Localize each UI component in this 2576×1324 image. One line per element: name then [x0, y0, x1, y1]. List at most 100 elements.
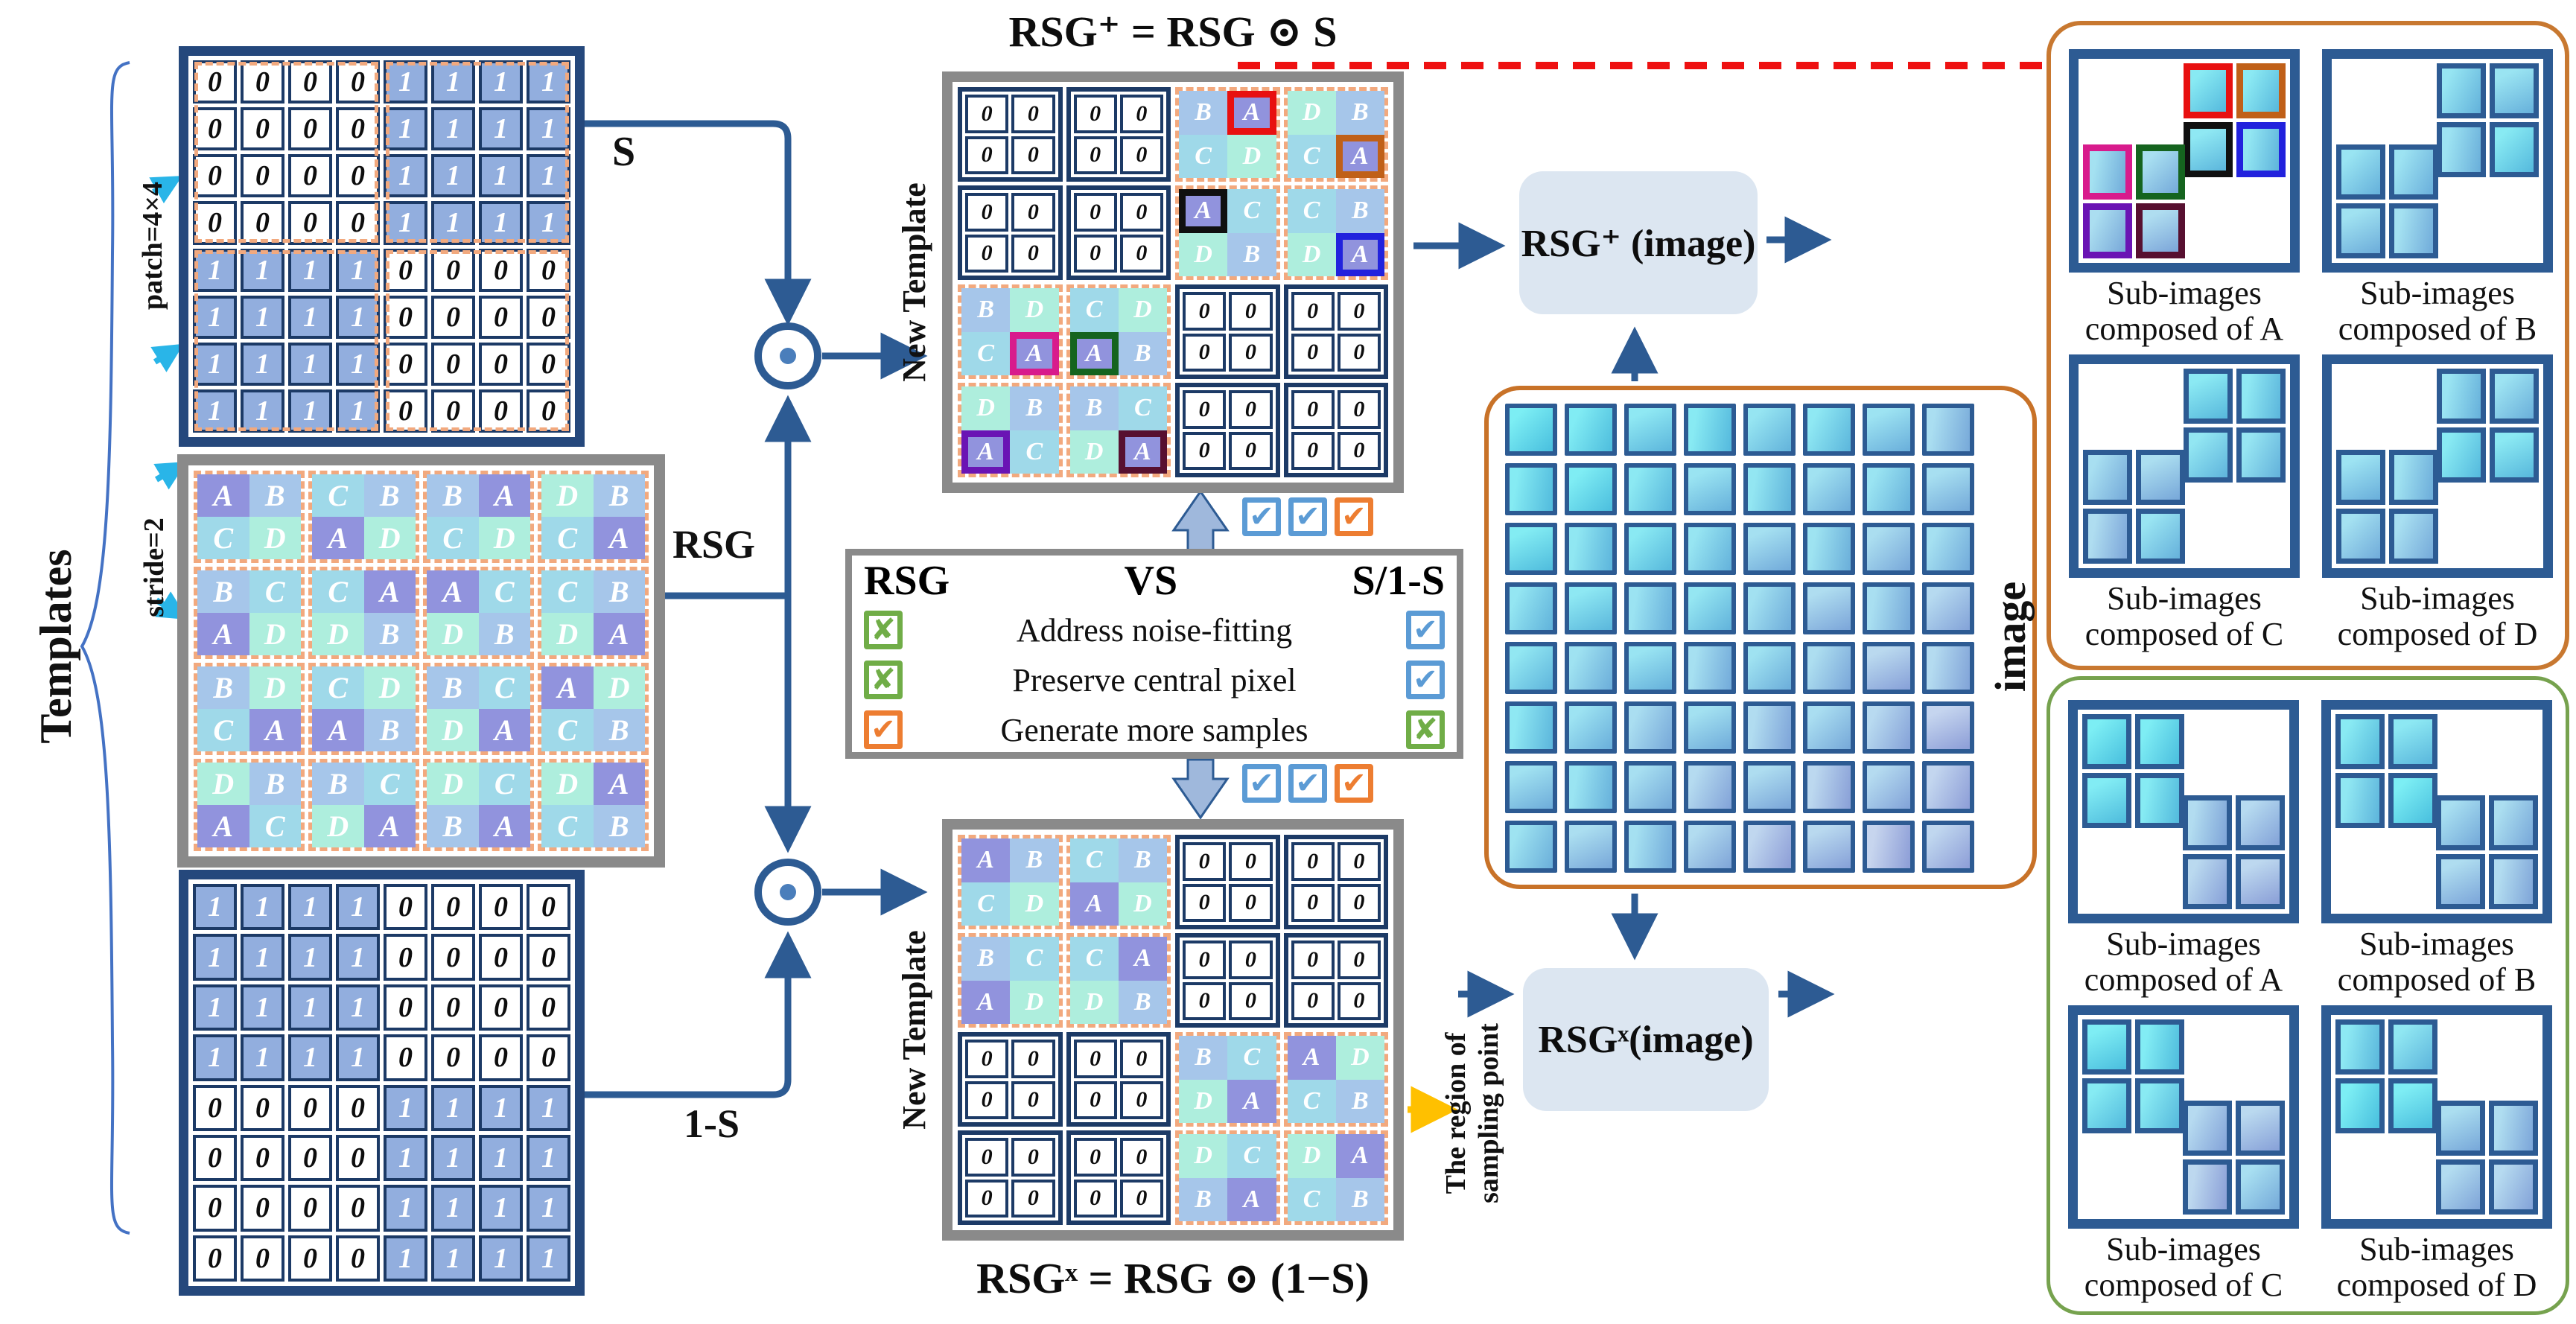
subimage-tile [2336, 203, 2385, 258]
letter-cell: A [1227, 1079, 1276, 1123]
letter-cell: D [1010, 882, 1059, 926]
zero-cell: 0 [1229, 292, 1273, 331]
zero-cell: 0 [1229, 333, 1273, 372]
zero-cell: 0 [1073, 1080, 1117, 1119]
letter-cell: C [1287, 1177, 1336, 1221]
subimage-tile [2135, 773, 2184, 828]
letter-cell: D [363, 666, 416, 709]
image-tile [1565, 463, 1617, 515]
grid-cell: 0 [431, 934, 475, 981]
grid-cell: 1 [527, 60, 570, 104]
grid-cell: 0 [527, 389, 570, 433]
letter-cell: C [427, 517, 479, 559]
image-tile [1743, 404, 1796, 456]
image-tile [1505, 582, 1557, 634]
patch-arrow-icon [149, 176, 182, 204]
letter-cell: B [1010, 838, 1059, 882]
grid-cell: 0 [527, 295, 570, 339]
grid-cell: 1 [288, 248, 332, 292]
grid-cell: 1 [431, 60, 475, 104]
image-tile [1565, 523, 1617, 575]
zero-cell: 0 [1183, 981, 1227, 1020]
subimage-tile [2335, 773, 2385, 828]
grid-cell: 0 [479, 984, 523, 1031]
grid-cell: 0 [479, 248, 523, 292]
grid-cell: 0 [336, 201, 380, 245]
highlighted-letter-cell: A [961, 430, 1011, 474]
grid-cell: 0 [479, 342, 523, 386]
grid-cell: 1 [336, 295, 380, 339]
image-tile [1505, 821, 1557, 873]
letter-cell: A [1227, 1177, 1276, 1221]
image-tile [1624, 642, 1676, 694]
one-minus-s-label: 1-S [684, 1101, 740, 1146]
bottom-check-row: ✔✔✔ [1242, 764, 1373, 803]
check-mark-icon: ✔ [1242, 497, 1281, 536]
grid-cell: 1 [384, 1235, 427, 1282]
check-mark-icon: ✔ [1406, 611, 1445, 649]
grid-cell: 0 [384, 884, 427, 931]
letter-cell: D [1179, 232, 1228, 276]
highlighted-subimage-tile [2083, 203, 2132, 258]
image-tile [1743, 701, 1796, 754]
grid-cell: 0 [288, 154, 332, 198]
zero-cell: 0 [1337, 333, 1381, 372]
grid-cell: 1 [241, 342, 284, 386]
comparison-row-text: Preserve central pixel [1012, 661, 1297, 698]
image-tile [1863, 821, 1915, 873]
grid-cell: 0 [241, 201, 284, 245]
letter-cell: D [427, 763, 479, 805]
letter-cell: C [1287, 1079, 1336, 1123]
grid-cell: 0 [384, 984, 427, 1031]
subimage-tile [2183, 795, 2232, 850]
letter-cell: D [1179, 1079, 1228, 1123]
grid-cell: 1 [384, 107, 427, 151]
tile-cluster [2184, 63, 2286, 177]
subimage-tile [2336, 144, 2385, 200]
letter-cell: D [197, 763, 249, 805]
zero-cell: 0 [1119, 1040, 1163, 1078]
grid-cell: 1 [431, 1134, 475, 1182]
check-mark-icon: ✔ [864, 710, 903, 749]
grid-cell: 0 [336, 1235, 380, 1282]
s-flow-line [585, 120, 812, 326]
letter-cell: A [478, 474, 530, 517]
grid-cell: 0 [527, 984, 570, 1031]
subimage-tile [2490, 427, 2539, 483]
grid-cell: 1 [241, 984, 284, 1031]
grid-cell: 1 [193, 984, 237, 1031]
subimage-tile [2436, 854, 2485, 909]
grid-cell: 0 [431, 389, 475, 433]
zero-cell: 0 [1011, 193, 1055, 232]
caption-line2: composed of B [2337, 961, 2537, 998]
letter-cell: C [541, 570, 594, 613]
letter-cell: D [1118, 882, 1167, 926]
letter-cell: B [961, 937, 1011, 981]
letter-cell: A [541, 666, 594, 709]
letter-cell: A [363, 805, 416, 847]
letter-cell: B [1118, 838, 1167, 882]
zero-cell: 0 [1337, 981, 1381, 1020]
letter-cell: A [312, 709, 364, 751]
sampling-label-line1: The region of [1440, 1032, 1472, 1194]
image-tile [1863, 523, 1915, 575]
subimage-tile [2184, 369, 2233, 424]
letter-cell: C [961, 331, 1011, 375]
letter-cell: B [197, 570, 249, 613]
subimage-tile [2335, 714, 2385, 769]
letter-cell: D [541, 613, 594, 655]
comparison-row: ✘Preserve central pixel✔ [864, 655, 1445, 704]
